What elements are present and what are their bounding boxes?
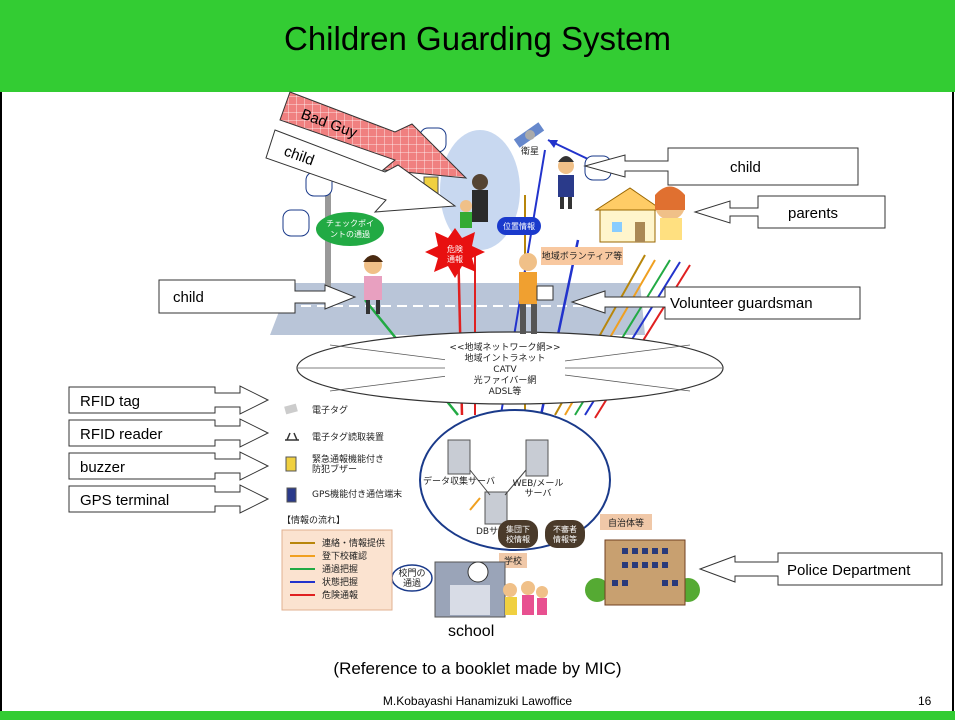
badge-suspect-text-1: 不審者 — [553, 524, 577, 534]
child-figure — [521, 581, 535, 595]
network-label-0: <<地域ネットワーク網>> — [449, 341, 560, 353]
legend-buzzer-text-1: 緊急通報機能付き — [312, 453, 384, 465]
server-label-web-2: サーバ — [525, 488, 552, 499]
checkpoint-label-1: チェックポイ — [326, 219, 374, 228]
flow-item-danger: 危険通報 — [322, 589, 358, 601]
position-info-label: 位置情報 — [503, 221, 535, 231]
title-bar — [0, 0, 955, 92]
child-top-left-callout: child — [265, 129, 457, 213]
rfid-tag-callout: RFID tag — [68, 385, 270, 415]
server-label-data: データ収集サーバ — [423, 475, 495, 487]
legend-gps-text: GPS機能付き通信端末 — [312, 488, 402, 500]
gps-label: GPS terminal — [80, 492, 169, 509]
buzzer-label: buzzer — [80, 459, 125, 476]
danger-burst: 危険 通報 — [425, 228, 485, 278]
house — [594, 186, 685, 243]
buzzer-callout: buzzer — [68, 451, 270, 481]
network-label-3: 光ファイバー網 — [474, 374, 537, 386]
flow-item-commute: 登下校確認 — [322, 550, 367, 562]
satellite-label: 衛星 — [521, 145, 539, 157]
frame-left-border — [0, 92, 2, 712]
parents-callout: parents — [693, 195, 886, 229]
school-badges: 集団下 校情報 不審者 情報等 自治体等 学校 — [498, 514, 652, 568]
child-left-callout: child — [158, 279, 357, 314]
badge-group-text-2: 校情報 — [506, 534, 530, 544]
slide-title: Children Guarding System — [283, 20, 671, 57]
legend-rfid-reader-text: 電子タグ読取装置 — [312, 431, 384, 443]
local-volunteer-label: 地域ボランティア等 — [541, 247, 623, 265]
network-ellipse: <<地域ネットワーク網>> 地域イントラネット CATV 光ファイバー網 ADS… — [296, 331, 724, 405]
child-top-right-callout: child — [583, 147, 859, 186]
child-figure — [503, 583, 517, 597]
reference-note: (Reference to a booklet made by MIC) — [333, 659, 622, 678]
frame-right-border — [952, 92, 954, 712]
school-label: school — [448, 623, 495, 640]
network-label-2: CATV — [493, 365, 517, 375]
child-left-label: child — [173, 289, 204, 306]
school-building: 校門の 通過 — [391, 561, 548, 618]
police-callout: Police Department — [698, 552, 943, 586]
footer-text: M.Kobayashi Hanamizuki Lawoffice — [382, 694, 573, 708]
flow-item-contact: 連絡・情報提供 — [322, 537, 385, 549]
rfid-reader-callout: RFID reader — [68, 418, 270, 448]
device-legend: 電子タグ 電子タグ読取装置 緊急通報機能付き 防犯ブザー GPS機能付き通信端末 — [284, 403, 402, 503]
school-sign: 学校 — [504, 555, 522, 567]
satellite-icon: 衛星 — [513, 122, 545, 157]
police-label: Police Department — [787, 562, 911, 579]
child-top-right-label: child — [730, 159, 761, 176]
volunteer-label: Volunteer guardsman — [670, 295, 813, 312]
server-label-db: DBサーバ — [476, 526, 516, 537]
gate-label-2: 通過 — [403, 578, 421, 589]
parents-label: parents — [788, 205, 838, 222]
web-server-icon — [525, 439, 549, 477]
volunteer-callout: Volunteer guardsman — [570, 286, 861, 320]
network-label-1: 地域イントラネット — [464, 352, 545, 364]
municipality-building — [585, 539, 700, 606]
position-info-bubble: 位置情報 — [497, 217, 541, 235]
bad-guy-figure — [472, 174, 488, 190]
badge-group-text-1: 集団下 — [506, 524, 530, 534]
page-number: 16 — [918, 694, 932, 708]
db-server-icon — [484, 491, 508, 525]
gate-label-1: 校門の — [398, 567, 425, 579]
top-child-figure — [558, 156, 574, 209]
rfid-tag-label: RFID tag — [80, 393, 140, 410]
server-label-web: WEB/メール — [513, 479, 564, 489]
danger-label-2: 通報 — [447, 254, 463, 264]
danger-label-1: 危険 — [447, 244, 463, 254]
badge-suspect-text-2: 情報等 — [553, 534, 577, 544]
gps-callout: GPS terminal — [68, 484, 270, 514]
local-volunteer-text: 地域ボランティア等 — [542, 250, 622, 262]
legend-rfid-tag-text: 電子タグ — [312, 404, 348, 416]
gps-terminal-icon — [286, 487, 297, 503]
server-circle: データ収集サーバ WEB/メール サーバ DBサーバ — [419, 409, 611, 551]
flow-item-status: 状態把握 — [322, 576, 358, 588]
child-figure — [536, 586, 548, 598]
left-child-figure — [363, 255, 383, 314]
network-label-4: ADSL等 — [489, 385, 522, 397]
legend-buzzer-text-2: 防犯ブザー — [312, 463, 357, 475]
municipality-label: 自治体等 — [608, 517, 644, 529]
flow-item-passage: 通過把握 — [322, 563, 358, 575]
data-server-icon — [447, 439, 471, 475]
buzzer-icon — [285, 456, 297, 472]
rfid-tag-icon — [284, 403, 298, 415]
volunteer-figure — [519, 253, 554, 334]
bottom-bar — [0, 711, 955, 720]
scene-child-figure — [460, 200, 472, 212]
rfid-reader-label: RFID reader — [80, 426, 163, 443]
checkpoint-bubble: チェックポイ ントの通過 — [316, 212, 384, 246]
flow-legend-title: 【情報の流れ】 — [282, 514, 345, 526]
checkpoint-label-2: ントの通過 — [330, 229, 370, 239]
flow-legend: 【情報の流れ】 連絡・情報提供 登下校確認 通過把握 状態把握 危険通報 — [281, 514, 393, 611]
rfid-reader-icon — [285, 432, 299, 441]
